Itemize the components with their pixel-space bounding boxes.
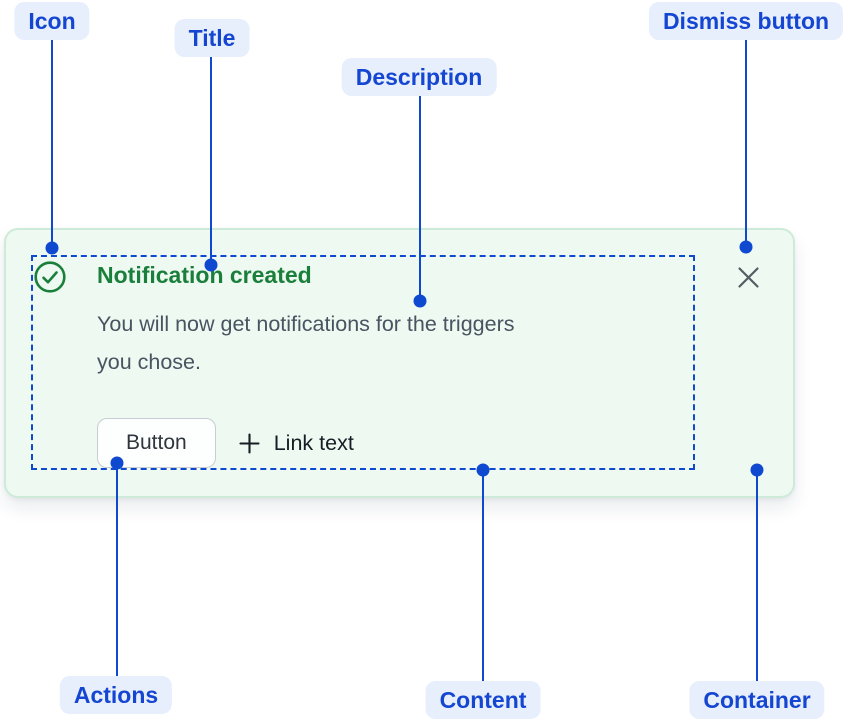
annotation-label-dismiss-button: Dismiss button bbox=[648, 2, 844, 40]
annotation-line-container bbox=[756, 470, 758, 681]
action-link-label: Link text bbox=[273, 430, 354, 455]
annotation-line-title bbox=[210, 57, 212, 259]
notification-description: You will now get notifications for the t… bbox=[97, 305, 515, 381]
content-outline bbox=[31, 255, 695, 470]
annotation-dot-actions bbox=[110, 456, 124, 470]
annotation-label-actions: Actions bbox=[59, 676, 173, 714]
annotation-label-content: Content bbox=[425, 681, 541, 719]
annotation-label-description: Description bbox=[341, 58, 497, 96]
annotation-line-actions bbox=[116, 463, 118, 676]
annotation-line-content bbox=[482, 470, 484, 681]
close-icon bbox=[736, 265, 761, 290]
plus-icon bbox=[238, 432, 261, 455]
action-link[interactable]: Link text bbox=[238, 431, 354, 456]
annotation-dot-description bbox=[413, 294, 427, 308]
annotation-label-container: Container bbox=[689, 681, 825, 719]
notification-description-line-2: you chose. bbox=[97, 350, 201, 374]
annotation-label-icon: Icon bbox=[14, 2, 90, 40]
annotation-label-title: Title bbox=[174, 19, 250, 57]
check-circle-icon bbox=[33, 260, 67, 294]
notification-description-line-1: You will now get notifications for the t… bbox=[97, 312, 515, 336]
annotation-dot-title bbox=[204, 258, 218, 272]
notification-title: Notification created bbox=[97, 262, 312, 288]
dismiss-button[interactable] bbox=[733, 262, 763, 292]
annotation-dot-icon bbox=[45, 241, 59, 255]
annotation-dot-content bbox=[476, 463, 490, 477]
annotation-line-icon bbox=[51, 40, 53, 242]
annotation-line-description bbox=[419, 96, 421, 296]
annotation-dot-container bbox=[750, 463, 764, 477]
annotation-dot-dismiss bbox=[739, 240, 753, 254]
annotation-line-dismiss bbox=[745, 40, 747, 241]
